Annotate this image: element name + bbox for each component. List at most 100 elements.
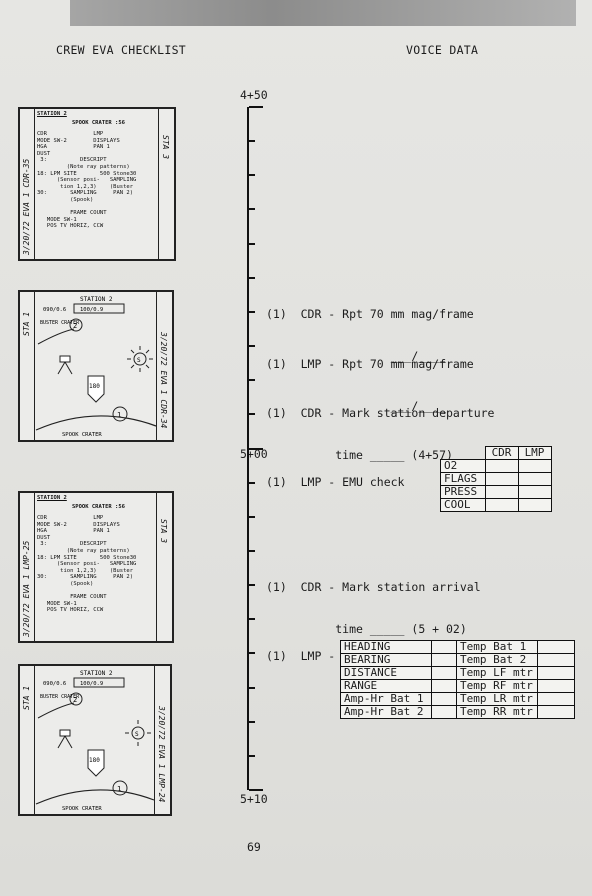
timeline-tick [249, 276, 255, 279]
entry-cdr-arrival: (1) CDR - Mark station arrival time ____… [266, 552, 481, 664]
timeline-tick [249, 584, 255, 587]
timeline-tick [249, 618, 255, 621]
timeline-mid-label: 5+00 [240, 447, 268, 461]
card-side-label: 3/20/72 EVA 1 LMP-24 [157, 706, 166, 803]
card-body: CDR LMP MODE SW-2 DISPLAYS HGA PAN 1 DUS… [37, 515, 137, 614]
timeline-tick [249, 106, 263, 108]
map-label: BUSTER CRATER [40, 320, 80, 326]
timeline-tick [249, 789, 263, 791]
svg-text:S: S [135, 731, 139, 738]
entry-line: time _____ (4+57) [266, 448, 453, 462]
timeline-tick [249, 515, 255, 518]
lrv-left-label: RANGE [340, 679, 432, 693]
timeline-tick [249, 413, 255, 416]
entry-line: time _____ (5 + 02) [266, 622, 467, 636]
timeline-tick [249, 140, 255, 143]
lrv-left-label: HEADING [340, 640, 432, 654]
lrv-right-label: Temp LF mtr [456, 666, 538, 680]
map-footer: SPOOK CRATER [62, 806, 102, 812]
emu-row-label: FLAGS [440, 472, 486, 486]
waypoint-1-icon [112, 780, 128, 796]
map-field: 090/0.6 [43, 307, 66, 313]
cuff-card-text-cdr: STATION 2 SPOOK CRATER :56 CDR LMP MODE … [18, 107, 176, 261]
card-side-label: 3/20/72 EVA 1 CDR-34 [159, 332, 168, 429]
map-field: 090/0.6 [43, 681, 66, 687]
timeline-tick [249, 720, 255, 723]
waypoint-2-icon [69, 318, 83, 332]
card-side-label: STA 3 [161, 135, 170, 160]
timeline-tick [249, 208, 255, 211]
entry-lmp-emu-check: (1) LMP - EMU check [266, 447, 404, 517]
entry-cdr-departure: (1) CDR - Mark station departure time __… [266, 378, 494, 490]
map-title: STATION 2 [80, 296, 113, 303]
svg-text:2: 2 [73, 696, 77, 704]
timeline-end-label: 5+10 [240, 792, 268, 806]
timeline-tick [249, 652, 255, 655]
entry-line: ___/____ [266, 399, 447, 413]
page-number: 69 [247, 840, 261, 854]
entry-line: (1) LMP - Rpt 70 mm mag/frame [266, 357, 474, 371]
svg-text:S: S [137, 357, 141, 364]
card-title: STATION 2 [37, 111, 67, 117]
cuff-card-map-lmp: STATION 2 090/0.6 100/0.9 BUSTER CRATER … [18, 664, 172, 816]
lrv-left-label: Amp-Hr Bat 2 [340, 705, 432, 719]
card-side-label: STA 1 [22, 311, 31, 336]
lrv-antenna-icon [57, 355, 73, 375]
timeline-tick [249, 379, 255, 382]
lrv-left-label: BEARING [340, 653, 432, 667]
map-label: BUSTER CRATER [40, 694, 80, 700]
timeline-tick [249, 174, 255, 177]
card-title: STATION 2 [37, 495, 67, 501]
svg-text:1: 1 [117, 785, 121, 793]
waypoint-1-icon [112, 406, 128, 422]
lrv-antenna-icon [57, 729, 73, 749]
checklist-title: CREW EVA CHECKLIST [56, 43, 187, 57]
map-field: 100/0.9 [80, 307, 103, 313]
lrv-right-label: Temp LR mtr [456, 692, 538, 706]
timeline-tick [249, 447, 263, 450]
map-drawing: STATION 2 090/0.6 100/0.9 BUSTER CRATER … [35, 296, 157, 438]
map-drawing: STATION 2 090/0.6 100/0.9 BUSTER CRATER … [35, 670, 155, 812]
svg-text:180: 180 [89, 383, 100, 390]
emu-col-lmp: LMP [517, 446, 552, 460]
card-body: CDR LMP MODE SW-2 DISPLAYS HGA PAN 1 DUS… [37, 131, 137, 230]
map-title: STATION 2 [80, 670, 113, 677]
card-side-label: 3/20/72 EVA 1 LMP-25 [22, 540, 31, 637]
svg-text:1: 1 [117, 411, 121, 419]
timeline-tick [249, 481, 255, 484]
cuff-card-map-cdr: STATION 2 090/0.6 100/0.9 BUSTER CRATER … [18, 290, 174, 442]
entry-lmp-mag-frame: (1) LMP - Rpt 70 mm mag/frame ___/____ [266, 329, 474, 441]
lrv-left-label: Amp-Hr Bat 1 [340, 692, 432, 706]
voice-data-title: VOICE DATA [406, 43, 479, 57]
waypoint-2-icon [69, 692, 83, 706]
svg-text:2: 2 [73, 322, 77, 330]
timeline-tick [249, 345, 255, 348]
timeline-tick [249, 549, 255, 552]
timeline-start-label: 4+50 [240, 88, 268, 102]
entry-line: ___/____ [266, 349, 447, 363]
emu-row-label: COOL [440, 498, 486, 512]
timeline-axis [247, 107, 249, 790]
card-side-label: 3/20/72 EVA 1 CDR-35 [22, 158, 31, 255]
lrv-right-label: Temp RR mtr [456, 705, 538, 719]
lrv-right-label: Temp Bat 2 [456, 653, 538, 667]
entry-line: (1) CDR - Mark station departure [266, 406, 495, 420]
card-subtitle: SPOOK CRATER :56 [72, 504, 125, 510]
top-scan-strip [70, 0, 576, 26]
timeline-tick [249, 754, 255, 757]
lrv-left-label: DISTANCE [340, 666, 432, 680]
card-side-label: STA 1 [22, 685, 31, 710]
entry-line: (1) CDR - Rpt 70 mm mag/frame [266, 307, 474, 321]
lrv-right-label: Temp RF mtr [456, 679, 538, 693]
sun-icon [127, 346, 153, 372]
svg-text:180: 180 [89, 757, 100, 764]
entry-cdr-mag-frame: (1) CDR - Rpt 70 mm mag/frame ___/____ [266, 279, 474, 391]
map-footer: SPOOK CRATER [62, 432, 102, 438]
entry-line: (1) CDR - Mark station arrival [266, 580, 481, 594]
timeline-tick [249, 686, 255, 689]
timeline-tick [249, 310, 255, 313]
card-side-label: STA 3 [159, 519, 168, 544]
sun-icon [125, 720, 151, 746]
